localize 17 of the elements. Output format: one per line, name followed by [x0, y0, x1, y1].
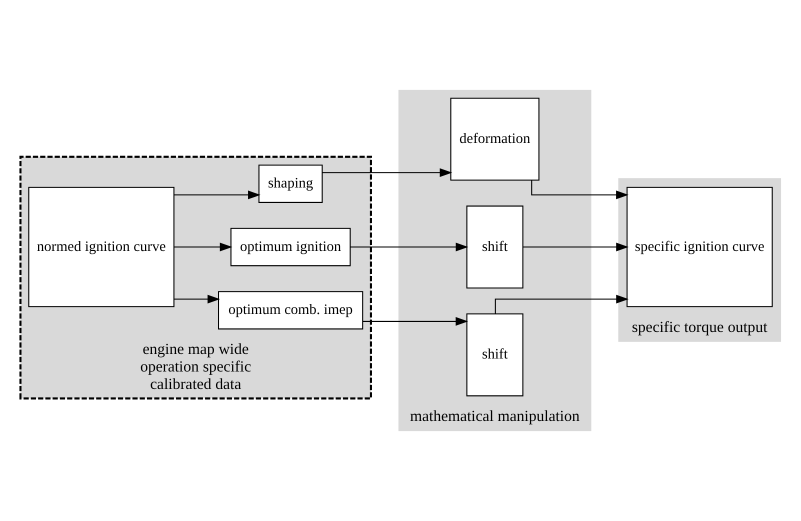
arrow: [174, 294, 220, 304]
arrow: [531, 180, 629, 200]
arrow: [494, 294, 629, 314]
node-box: normed ignition curve: [28, 186, 174, 308]
node-box: deformation: [450, 98, 540, 181]
arrow: [522, 242, 629, 252]
arrow: [174, 242, 232, 252]
node-box: optimum ignition: [230, 228, 351, 266]
node-box: shift: [466, 313, 524, 396]
node-box: optimum comb. imep: [218, 291, 364, 330]
arrow: [322, 168, 452, 177]
arrow: [362, 317, 468, 326]
arrow: [174, 190, 260, 200]
node-box: shaping: [258, 164, 323, 203]
node-box: specific ignition curve: [626, 186, 773, 308]
arrow: [350, 242, 468, 252]
node-box: shift: [466, 206, 524, 288]
